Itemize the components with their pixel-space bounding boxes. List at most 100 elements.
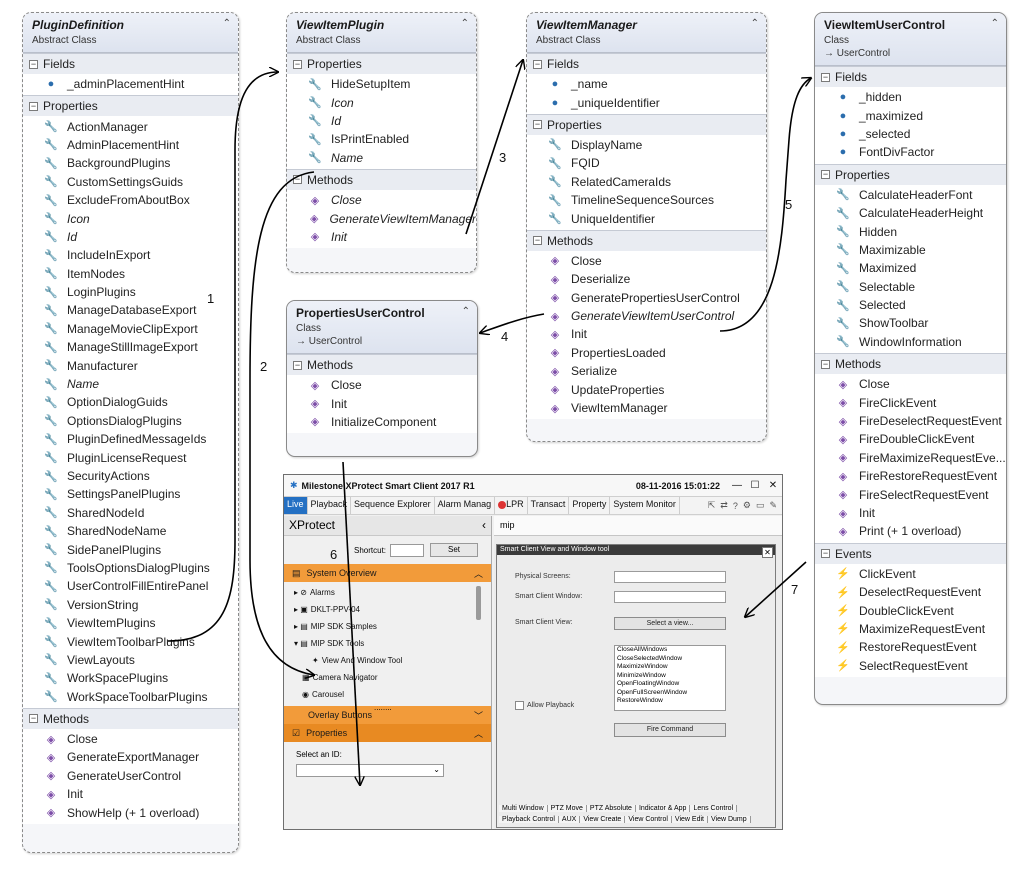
- collapse-minus-icon[interactable]: −: [533, 235, 542, 246]
- member-row[interactable]: 🔧ViewLayouts: [23, 651, 238, 669]
- minimize-icon[interactable]: —: [732, 480, 742, 491]
- member-row[interactable]: ◈Close: [287, 376, 477, 394]
- methods-section-header[interactable]: −Methods: [23, 708, 238, 729]
- member-row[interactable]: ●_maximized: [815, 106, 1006, 124]
- member-row[interactable]: 🔧FQID: [527, 154, 766, 172]
- member-row[interactable]: ◈FireRestoreRequestEvent: [815, 467, 1006, 485]
- tree-scrollbar[interactable]: [476, 586, 481, 620]
- member-row[interactable]: ◈ViewItemManager: [527, 399, 766, 417]
- member-row[interactable]: 🔧ItemNodes: [23, 265, 238, 283]
- member-row[interactable]: ◈Close: [23, 730, 238, 748]
- member-row[interactable]: 🔧IsPrintEnabled: [287, 130, 476, 148]
- export-icon[interactable]: ⇱: [707, 500, 716, 510]
- tree-item[interactable]: ✦View And Window Tool: [294, 652, 491, 669]
- methods-section-header[interactable]: −Methods: [287, 355, 477, 375]
- member-row[interactable]: 🔧Manufacturer: [23, 356, 238, 374]
- member-row[interactable]: 🔧ManageDatabaseExport: [23, 301, 238, 319]
- member-row[interactable]: ●_hidden: [815, 88, 1006, 106]
- member-row[interactable]: 🔧Icon: [287, 93, 476, 111]
- collapse-minus-icon[interactable]: −: [821, 169, 830, 180]
- dialog-tab[interactable]: AUX: [558, 816, 581, 823]
- help-icon[interactable]: ?: [732, 500, 738, 511]
- member-row[interactable]: ◈GenerateUserControl: [23, 767, 238, 785]
- member-row[interactable]: 🔧Name: [287, 149, 476, 167]
- properties-section-header[interactable]: −Properties: [287, 54, 476, 74]
- events-section-header[interactable]: −Events: [815, 543, 1006, 564]
- member-row[interactable]: 🔧CalculateHeaderFont: [815, 186, 1006, 204]
- member-row[interactable]: 🔧SharedNodeName: [23, 522, 238, 540]
- tree-item[interactable]: ▸ ⊘Alarms: [294, 584, 491, 601]
- member-row[interactable]: ⚡DeselectRequestEvent: [815, 583, 1006, 601]
- tree-item[interactable]: ▦Camera Navigator: [294, 669, 491, 686]
- system-overview-header[interactable]: ▤ System Overview ︿: [284, 564, 491, 582]
- fields-section-header[interactable]: −Fields: [23, 54, 238, 74]
- collapse-minus-icon[interactable]: −: [29, 100, 38, 111]
- command-item[interactable]: MinimizeWindow: [617, 671, 666, 679]
- collapse-minus-icon[interactable]: −: [293, 359, 302, 370]
- maximize-icon[interactable]: ☐: [750, 480, 760, 491]
- member-row[interactable]: 🔧OptionsDialogPlugins: [23, 412, 238, 430]
- member-row[interactable]: ◈ShowHelp (+ 1 overload): [23, 803, 238, 821]
- dialog-tab[interactable]: PTZ Absolute: [586, 805, 636, 812]
- member-row[interactable]: 🔧Maximized: [815, 259, 1006, 277]
- command-item[interactable]: OpenFloatingWindow: [617, 680, 680, 687]
- member-row[interactable]: 🔧IncludeInExport: [23, 246, 238, 264]
- member-row[interactable]: ◈Print (+ 1 overload): [815, 522, 1006, 540]
- member-row[interactable]: ◈FireSelectRequestEvent: [815, 485, 1006, 503]
- command-item[interactable]: MaximizeWindow: [617, 663, 668, 670]
- app-tab[interactable]: Property: [569, 497, 611, 514]
- member-row[interactable]: 🔧VersionString: [23, 596, 238, 614]
- fire-command-button[interactable]: Fire Command: [614, 723, 726, 737]
- app-tab[interactable]: LPR: [495, 497, 528, 514]
- smart-client-window-select[interactable]: [614, 591, 726, 603]
- member-row[interactable]: ⚡ClickEvent: [815, 565, 1006, 583]
- properties-header[interactable]: ☑ Properties ︿: [284, 724, 491, 742]
- methods-section-header[interactable]: −Methods: [815, 354, 1006, 375]
- member-row[interactable]: ◈Init: [23, 785, 238, 803]
- collapse-minus-icon[interactable]: −: [29, 713, 38, 724]
- member-row[interactable]: 🔧Id: [23, 228, 238, 246]
- tree-item[interactable]: ▸ ▣DKLT-PPV-04: [294, 601, 491, 618]
- double-chevron-up-icon[interactable]: ⌃: [222, 18, 231, 29]
- member-row[interactable]: ◈PropertiesLoaded: [527, 344, 766, 362]
- member-row[interactable]: 🔧Maximizable: [815, 241, 1006, 259]
- member-row[interactable]: ●FontDivFactor: [815, 143, 1006, 161]
- command-item[interactable]: CloseAllWindows: [617, 646, 668, 653]
- tree-item[interactable]: ▸ ▤MIP SDK Samples: [294, 618, 491, 635]
- member-row[interactable]: ◈GenerateViewItemUserControl: [527, 307, 766, 325]
- member-row[interactable]: ⚡MaximizeRequestEvent: [815, 620, 1006, 638]
- member-row[interactable]: ◈UpdateProperties: [527, 380, 766, 398]
- member-row[interactable]: 🔧CalculateHeaderHeight: [815, 204, 1006, 222]
- member-row[interactable]: ◈InitializeComponent: [287, 413, 477, 431]
- member-row[interactable]: ◈Init: [287, 228, 476, 246]
- gear-icon[interactable]: ⚙: [742, 500, 751, 510]
- app-tab[interactable]: Sequence Explorer: [351, 497, 435, 514]
- collapse-minus-icon[interactable]: −: [821, 71, 830, 82]
- properties-section-header[interactable]: −Properties: [815, 164, 1006, 185]
- member-row[interactable]: ◈Init: [527, 325, 766, 343]
- member-row[interactable]: ◈FireDoubleClickEvent: [815, 430, 1006, 448]
- collapse-minus-icon[interactable]: −: [533, 58, 542, 69]
- member-row[interactable]: 🔧WorkSpacePlugins: [23, 669, 238, 687]
- member-row[interactable]: ⚡SelectRequestEvent: [815, 657, 1006, 675]
- member-row[interactable]: 🔧DisplayName: [527, 136, 766, 154]
- physical-screens-select[interactable]: [614, 571, 726, 583]
- member-row[interactable]: 🔧RelatedCameraIds: [527, 173, 766, 191]
- shortcut-input[interactable]: [390, 543, 425, 557]
- member-row[interactable]: 🔧PluginDefinedMessageIds: [23, 430, 238, 448]
- member-row[interactable]: 🔧Hidden: [815, 222, 1006, 240]
- member-row[interactable]: 🔧ToolsOptionsDialogPlugins: [23, 559, 238, 577]
- member-row[interactable]: 🔧PluginLicenseRequest: [23, 448, 238, 466]
- member-row[interactable]: 🔧ViewItemPlugins: [23, 614, 238, 632]
- collapse-minus-icon[interactable]: −: [821, 548, 830, 559]
- fields-section-header[interactable]: −Fields: [527, 54, 766, 74]
- member-row[interactable]: ●_adminPlacementHint: [23, 75, 238, 93]
- member-row[interactable]: 🔧LoginPlugins: [23, 283, 238, 301]
- member-row[interactable]: ◈GeneratePropertiesUserControl: [527, 289, 766, 307]
- double-chevron-up-icon[interactable]: ⌃: [461, 306, 470, 317]
- app-tab[interactable]: Alarm Manag: [435, 497, 496, 514]
- member-row[interactable]: ◈FireDeselectRequestEvent: [815, 412, 1006, 430]
